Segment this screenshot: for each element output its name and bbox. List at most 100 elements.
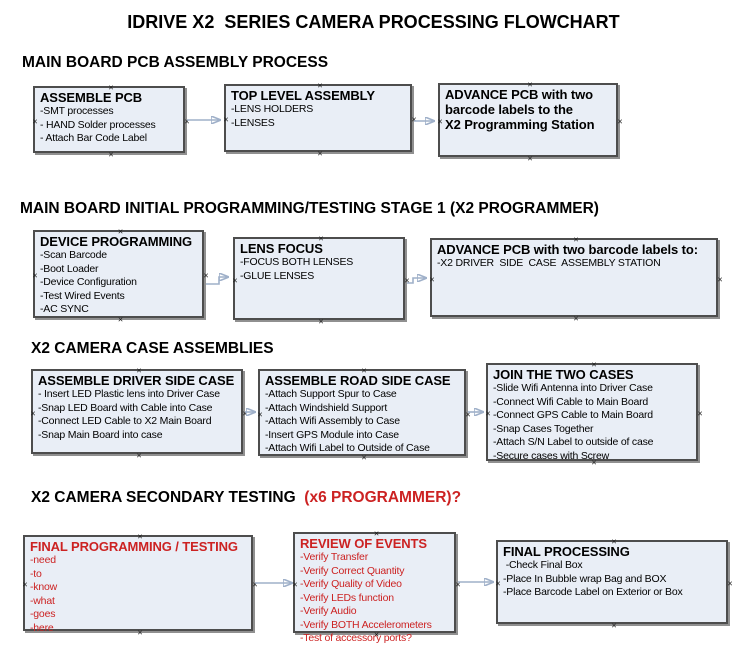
box-item: -SMT processes [40,105,114,117]
box-item: -Verify Correct Quantity [300,564,405,577]
box-item: -Test Wired Events [40,289,125,302]
process-box-device-programming[interactable]: DEVICE PROGRAMMING -Scan Barcode-Boot Lo… [32,227,208,324]
box-item: -Place In Bubble wrap Bag and BOX [503,572,667,585]
connection-point-icon: × [617,116,623,127]
connection-point-icon: × [117,314,124,325]
box-item-list: -FOCUS BOTH LENSES-GLUE LENSES [240,256,398,283]
box-title: DEVICE PROGRAMMING [40,234,193,249]
box-item: -Connect GPS Cable to Main Board [493,409,653,421]
box-item: -Attach Wifi Assembly to Case [265,415,400,427]
box-item: -Secure cases with Screw [493,449,609,462]
box-item: -what [30,594,55,607]
section-header-secondary-testing: X2 CAMERA SECONDARY TESTING (x6 PROGRAMM… [31,489,461,507]
section-header-black-part: X2 CAMERA SECONDARY TESTING [31,489,300,506]
box-item: -LENS HOLDERS [231,103,314,115]
process-box-lens-focus[interactable]: LENS FOCUS -FOCUS BOTH LENSES-GLUE LENSE… [232,234,409,326]
section-header-red-part: (x6 PROGRAMMER)? [300,489,462,506]
box-item: -Snap Cases Together [493,422,594,435]
box-item-list: - Insert LED Plastic lens into Driver Ca… [38,388,236,442]
box-item: -GLUE LENSES [240,269,315,282]
box-title: LENS FOCUS [240,241,323,256]
box-item-list: -Verify Transfer-Verify Correct Quantity… [300,551,449,646]
box-item-list: -Scan Barcode-Boot Loader-Device Configu… [40,249,197,317]
flow-arrow-3[interactable] [206,277,228,285]
box-item: -Snap Main Board into case [38,428,163,441]
connection-point-icon: × [242,408,248,418]
box-title: FINAL PROCESSING [503,544,630,559]
box-title: ASSEMBLE ROAD SIDE CASE [265,373,451,388]
process-box-final-programming-testing[interactable]: FINAL PROGRAMMING / TESTING -need-to-kno… [22,532,257,637]
process-box-advance-pcb-driver-side[interactable]: ADVANCE PCB with two barcode labels to: … [429,235,722,323]
connection-point-icon: × [108,149,114,160]
box-item: - HAND Solder processes [40,118,156,131]
connection-point-icon: × [573,313,579,324]
flowchart-title: IDRIVE X2 SERIES CAMERA PROCESSING FLOWC… [127,12,620,32]
box-title: TOP LEVEL ASSEMBLY [231,88,375,103]
connection-point-icon: × [232,275,238,285]
box-item-list: -X2 DRIVER SIDE CASE ASSEMBLY STATION [437,257,711,271]
process-box-assemble-road-side-case[interactable]: ASSEMBLE ROAD SIDE CASE -Attach Support … [257,366,470,462]
box-item: -Check Final Box [503,559,583,571]
section-header-case-assemblies: X2 CAMERA CASE ASSEMBLIES [31,340,274,357]
process-box-assemble-pcb[interactable]: ASSEMBLE PCB -SMT processes- HAND Solder… [32,83,189,159]
connection-point-icon: × [455,579,461,589]
box-item: -Boot Loader [40,262,99,275]
box-item: -Connect LED Cable to X2 Main Board [38,415,212,427]
connection-point-icon: × [30,408,36,418]
box-item: -Verify BOTH Accelerometers [300,618,432,631]
connection-point-icon: × [32,270,38,281]
box-item: -Device Configuration [40,276,137,288]
box-item: -Verify Transfer [300,551,368,563]
box-item: -Place Barcode Label on Exterior or Box [503,586,683,598]
box-item-list: -Slide Wifi Antenna into Driver Case-Con… [493,382,691,463]
process-box-final-processing[interactable]: FINAL PROCESSING -Check Final Box-Place … [495,537,732,630]
section-header-initial-programming: MAIN BOARD INITIAL PROGRAMMING/TESTING S… [20,200,599,217]
connection-point-icon: × [184,116,190,126]
box-item: -LENSES [231,116,275,129]
connection-point-icon: × [697,408,703,419]
connection-point-icon: × [318,316,324,327]
connection-point-icon: × [495,578,501,589]
box-item: -Test of accessory ports? [300,632,412,644]
box-item: -Attach S/N Label to outside of case [493,436,654,448]
connection-point-icon: × [611,620,617,631]
box-title: ADVANCE PCB with two barcode labels to t… [445,87,595,132]
connection-point-icon: × [32,116,38,126]
box-item: -Slide Wifi Antenna into Driver Case [493,382,653,394]
box-item: -Verify Audio [300,605,357,617]
process-box-review-of-events[interactable]: REVIEW OF EVENTS -Verify Transfer-Verify… [292,529,460,644]
box-item-list: -LENS HOLDERS-LENSES [231,103,405,130]
box-title: ADVANCE PCB with two barcode labels to: [437,242,698,257]
box-item: -to [30,567,42,580]
box-item: -FOCUS BOTH LENSES [240,256,354,268]
process-box-top-level-assembly[interactable]: TOP LEVEL ASSEMBLY -LENS HOLDERS-LENSES … [223,81,416,158]
box-item-list: -Attach Support Spur to Case-Attach Wind… [265,388,459,456]
box-item: -Verify LEDs function [300,591,394,604]
connection-point-icon: × [257,409,263,419]
connection-point-icon: × [527,153,533,164]
box-item: -Snap LED Board with Cable into Case [38,401,213,414]
box-item: -goes [30,608,56,620]
connection-point-icon: × [317,148,323,159]
box-item: -Attach Wifi Label to Outside of Case [265,442,430,454]
flow-arrow-4[interactable] [407,278,426,284]
connection-point-icon: × [717,274,723,284]
box-title: JOIN THE TWO CASES [493,367,634,382]
box-item: -know [30,581,58,593]
box-item: -AC SYNC [40,303,89,315]
connection-point-icon: × [404,275,410,285]
box-item: -need [30,554,56,566]
process-box-join-the-two-cases[interactable]: JOIN THE TWO CASES -Slide Wifi Antenna i… [485,360,702,467]
connection-point-icon: × [727,578,733,589]
box-item: -here [30,621,54,634]
connection-point-icon: × [411,114,417,125]
connection-point-icon: × [203,270,209,281]
box-title: REVIEW OF EVENTS [300,536,427,551]
process-box-assemble-driver-side-case[interactable]: ASSEMBLE DRIVER SIDE CASE - Insert LED P… [30,366,247,460]
box-item: -Connect Wifi Cable to Main Board [493,395,649,408]
section-header-pcb-assembly: MAIN BOARD PCB ASSEMBLY PROCESS [22,54,329,71]
process-box-advance-pcb-programming-station[interactable]: ADVANCE PCB with two barcode labels to t… [437,80,622,163]
connection-point-icon: × [252,579,258,590]
connection-point-icon: × [429,274,435,284]
box-item-list: -need-to-know-what-goes-here [30,554,246,635]
